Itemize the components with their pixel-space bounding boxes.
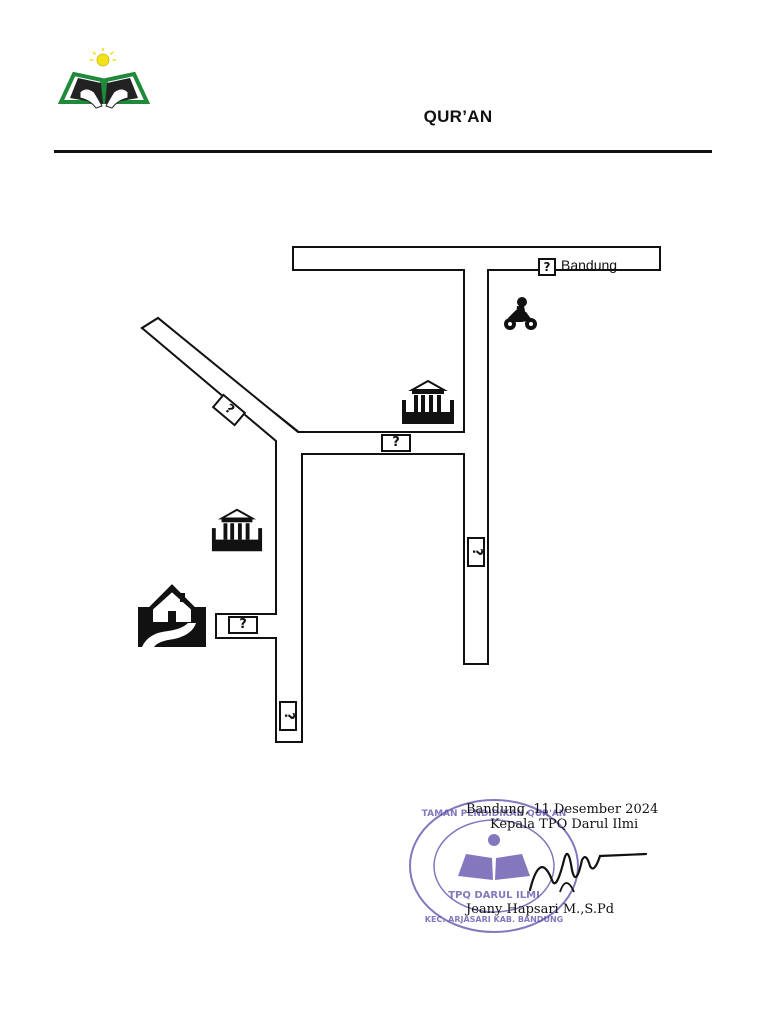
- header-divider: [54, 150, 712, 153]
- signature-date-line: Bandung, 11 Desember 2024: [466, 802, 659, 817]
- landmark-marker: ?: [467, 537, 485, 567]
- stamp-top-text: TAMAN PENDIDIKAN QUR'AN: [422, 809, 567, 819]
- government-building-icon: [211, 508, 263, 552]
- road-label-bandung: Bandung: [561, 257, 618, 273]
- house-icon: [138, 584, 206, 647]
- road-main: [140, 246, 661, 743]
- landmark-marker: ?: [228, 616, 258, 634]
- stamp-bottom-text: KEC. ARJASARI KAB. BANDUNG: [425, 915, 563, 924]
- page-title: QUR’AN: [423, 107, 493, 126]
- logo-icon: [57, 48, 151, 109]
- motorcycle-icon: [504, 297, 537, 330]
- road-top: [140, 246, 661, 665]
- government-building-icon: [402, 379, 454, 424]
- landmark-marker: ?: [381, 434, 411, 452]
- signature-role-line: Kepala TPQ Darul Ilmi: [490, 817, 639, 832]
- landmark-marker: ?: [279, 701, 297, 731]
- official-stamp: TAMAN PENDIDIKAN QUR'AN TPQ DARUL ILMI K…: [409, 799, 579, 933]
- signature-name-line: Jeany Hapsari M.,S.Pd: [466, 902, 615, 917]
- stamp-middle-text: TPQ DARUL ILMI: [448, 890, 540, 901]
- handwritten-signature: [528, 852, 648, 893]
- landmark-marker: ?: [538, 258, 556, 276]
